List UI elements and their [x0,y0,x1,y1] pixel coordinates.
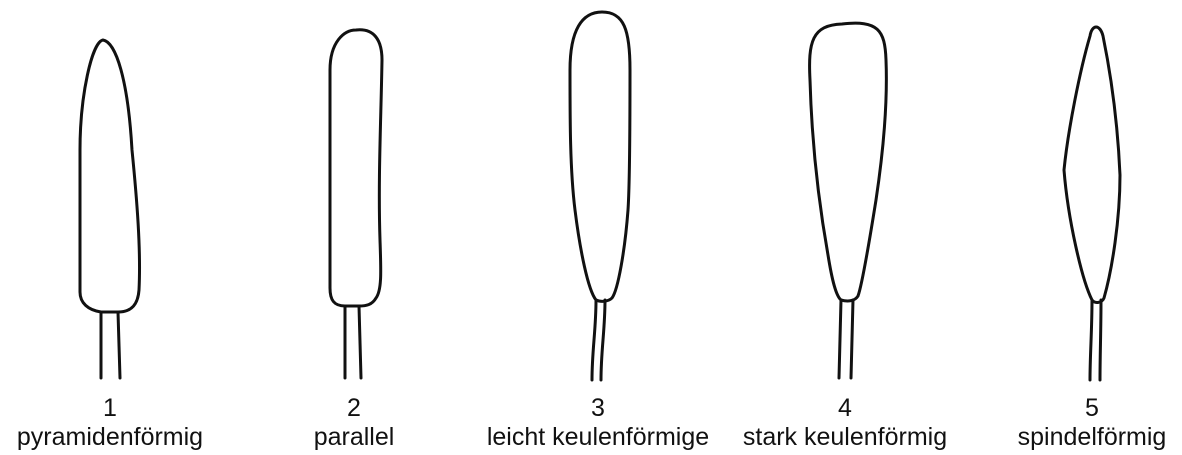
shape-outline-5 [1064,27,1120,380]
shape-number: 3 [487,394,709,423]
shape-label-4: 4 stark keulenförmig [743,394,947,452]
shape-outline-2 [330,30,382,378]
shape-label-2: 2 parallel [314,394,395,452]
shape-number: 1 [17,394,203,423]
shape-outline-4 [810,23,887,378]
shape-outline-1 [80,40,140,378]
shape-outline-3 [570,12,630,380]
shape-label-1: 1 pyramidenförmig [17,394,203,452]
shape-number: 2 [314,394,395,423]
shape-number: 4 [743,394,947,423]
shape-name: stark keulenförmig [743,423,947,452]
shape-name: leicht keulenförmige [487,423,709,452]
shape-name: parallel [314,423,395,452]
shape-name: pyramidenförmig [17,423,203,452]
shape-number: 5 [1018,394,1167,423]
shape-label-5: 5 spindelförmig [1018,394,1167,452]
shape-label-3: 3 leicht keulenförmige [487,394,709,452]
shape-name: spindelförmig [1018,423,1167,452]
